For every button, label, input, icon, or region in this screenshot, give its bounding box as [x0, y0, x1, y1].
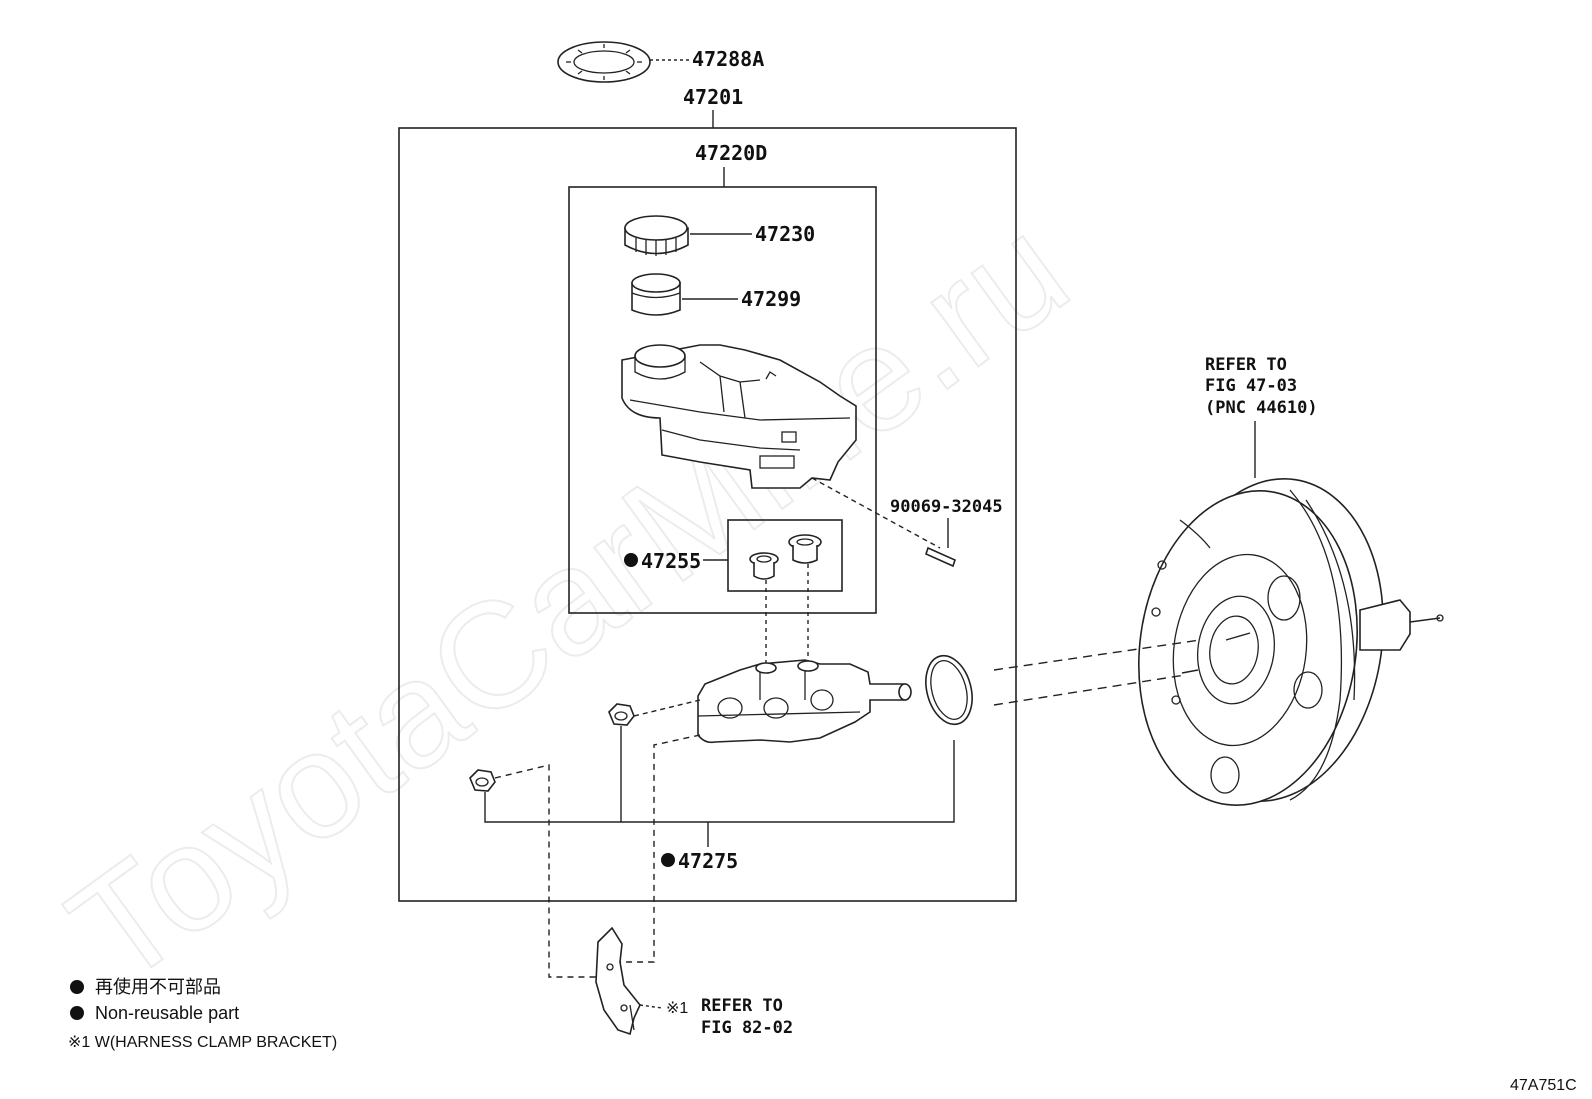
label-47299: 47299 [741, 287, 801, 311]
pin-part [925, 546, 956, 568]
grommet-group-box [727, 519, 843, 592]
label-ring-part [557, 41, 651, 83]
nut-upper-part [608, 703, 635, 726]
legend-en: Non-reusable part [95, 1003, 239, 1023]
strainer-part [631, 273, 681, 316]
label-47255: 47255 [641, 549, 701, 573]
label-90069-32045: 90069-32045 [890, 497, 1003, 517]
master-cylinder-part [697, 659, 912, 744]
bracket-refer-line1: REFER TO [701, 996, 783, 1016]
legend-jp: 再使用不可部品 [95, 977, 221, 997]
reservoir-cap-part [624, 215, 689, 256]
booster-refer-line2: FIG 47-03 [1205, 376, 1297, 396]
bullet-dot-icon [70, 1006, 84, 1020]
diagram-code: 47A751C [1510, 1077, 1577, 1094]
booster-refer-line1: REFER TO [1205, 355, 1287, 375]
label-47220D: 47220D [695, 141, 767, 165]
brake-booster-part [1138, 478, 1444, 806]
nut-lower-part [469, 769, 496, 792]
grommet-left-part [749, 552, 779, 580]
bracket-ref-mark: ※1 [666, 1000, 688, 1017]
legend-note: ※1 W(HARNESS CLAMP BRACKET) [68, 1034, 337, 1051]
assembly-47201-box [398, 127, 1017, 902]
reservoir-tank-part [621, 344, 857, 489]
label-47230: 47230 [755, 222, 815, 246]
harness-clamp-bracket-part [595, 926, 641, 1036]
reservoir-47220D-box [568, 186, 877, 614]
bracket-refer-line2: FIG 82-02 [701, 1018, 793, 1038]
grommet-right-part [788, 534, 822, 564]
bullet-dot-icon [624, 553, 638, 567]
label-47201: 47201 [683, 85, 743, 109]
o-ring-part [925, 654, 973, 726]
label-47275: 47275 [678, 849, 738, 873]
booster-refer-line3: (PNC 44610) [1205, 398, 1318, 418]
label-47288A: 47288A [692, 47, 764, 71]
bullet-dot-icon [661, 853, 675, 867]
bullet-dot-icon [70, 980, 84, 994]
